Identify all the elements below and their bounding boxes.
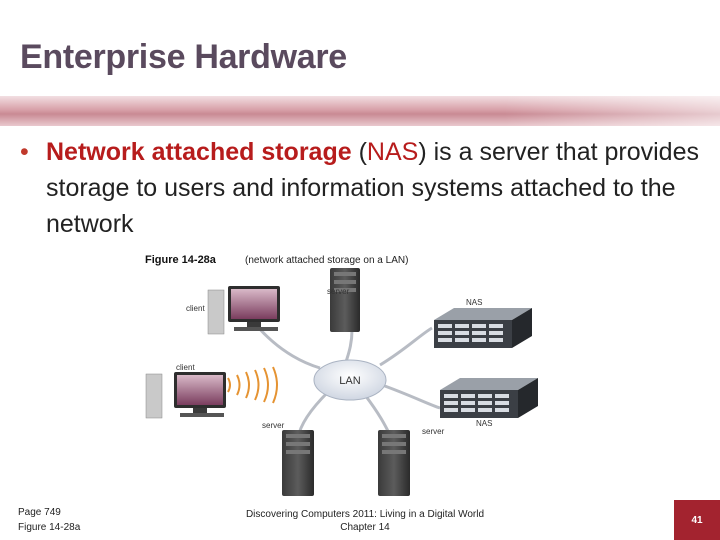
slide-number-badge: 41: [674, 500, 720, 540]
footer-reference: Page 749 Figure 14-28a: [18, 505, 80, 535]
client-bottom-computer-icon: [145, 372, 226, 419]
lan-ellipse: [313, 359, 387, 401]
nas-bottom-label: NAS: [476, 419, 492, 428]
server-left-label: server: [262, 421, 285, 430]
bullet-rest: ) is a server that provides storage to u…: [46, 138, 699, 238]
bullet-item: • Network attached storage (NAS) is a se…: [20, 134, 700, 242]
client-bottom-label: client: [176, 363, 195, 372]
wireless-signal-icon: [227, 366, 278, 404]
server-right-label: server: [422, 427, 445, 436]
slide-title: Enterprise Hardware: [20, 38, 347, 76]
figure-caption-text: (network attached storage on a LAN): [245, 255, 408, 266]
server-top-label: server: [327, 287, 350, 296]
footer-page-ref: Page 749: [18, 507, 61, 518]
nas-bottom-storage-icon: [440, 378, 538, 418]
footer-book-info: Discovering Computers 2011: Living in a …: [220, 508, 510, 534]
slide-number: 41: [691, 514, 703, 526]
nas-network-diagram: Figure 14-28a (network attached storage …: [145, 254, 538, 496]
bullet-text: Network attached storage (NAS) is a serv…: [20, 134, 700, 242]
nas-figure: Figure 14-28a (network attached storage …: [140, 250, 582, 498]
server-right-tower-icon: [378, 430, 410, 496]
bullet-term: Network attached storage: [46, 138, 352, 166]
bullet-abbreviation: NAS: [366, 138, 419, 166]
nas-top-label: NAS: [466, 298, 482, 307]
bullet-paren-open: (: [351, 138, 367, 166]
figure-caption-label: Figure 14-28a: [145, 254, 217, 266]
bullet-dot-icon: •: [20, 138, 29, 166]
server-left-tower-icon: [282, 430, 314, 496]
client-top-computer-icon: [207, 286, 280, 335]
nas-top-storage-icon: [434, 308, 532, 348]
client-top-label: client: [186, 304, 205, 313]
title-divider-band: [0, 96, 720, 126]
lan-label: LAN: [339, 375, 360, 387]
footer-chapter: Chapter 14: [340, 522, 390, 533]
footer-book-title: Discovering Computers 2011: Living in a …: [245, 509, 485, 520]
footer-figure-ref: Figure 14-28a: [18, 522, 81, 533]
server-top-tower-icon: [330, 268, 360, 332]
